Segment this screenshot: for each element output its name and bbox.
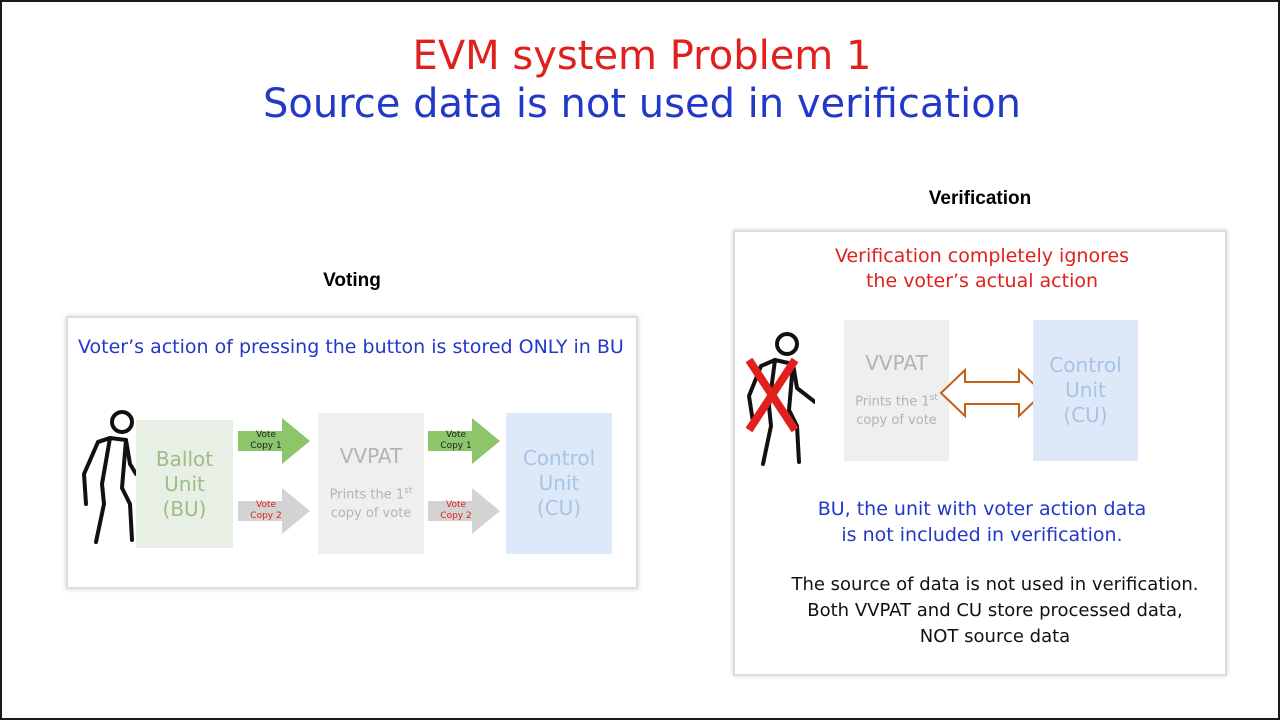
vvpat-sub: Prints the 1: [329, 487, 405, 503]
ballot-unit-line2: Unit: [164, 471, 205, 496]
arrow-label: Vote: [445, 430, 467, 440]
vvpat-sup: st: [929, 393, 938, 404]
blue-note-line1: BU, the unit with voter action data: [817, 498, 1147, 520]
vvpat-sub2: copy of vote: [330, 505, 412, 521]
verification-blue-note: BU, the unit with voter action data is n…: [735, 496, 1229, 548]
walking-person-icon: [747, 332, 815, 466]
control-unit-box: Control Unit (CU): [506, 413, 612, 554]
control-unit-box: Control Unit (CU): [1033, 320, 1138, 461]
red-note-line1: Verification completely ignores: [834, 245, 1130, 267]
verification-black-note: The source of data is not used in verifi…: [735, 572, 1255, 650]
vvpat-title: VVPAT: [339, 444, 403, 469]
double-arrow-icon: [939, 368, 1045, 418]
verification-heading: Verification: [928, 188, 1032, 209]
cu-line3: (CU): [536, 496, 582, 520]
arrow-label: Copy 1: [250, 441, 282, 451]
ballot-unit-line3: (BU): [162, 496, 207, 521]
cu-line1: Control: [522, 446, 596, 470]
verification-red-note: Verification completely ignores the vote…: [735, 244, 1229, 294]
blue-note-line2: is not included in verification.: [841, 524, 1123, 546]
vvpat-sub: Prints the 1: [855, 394, 930, 410]
cu-line2: Unit: [1065, 378, 1106, 402]
voting-note: Voter’s action of pressing the button is…: [78, 336, 624, 358]
page-title: EVM system Problem 1: [412, 33, 872, 79]
voting-heading: Voting: [323, 270, 381, 291]
vvpat-sub2: copy of vote: [856, 412, 937, 428]
arrow-label: Copy 2: [250, 511, 282, 521]
ballot-unit-line1: Ballot: [155, 446, 214, 471]
vvpat-box: VVPAT Prints the 1st copy of vote: [318, 413, 424, 554]
arrow-label: Copy 1: [440, 441, 472, 451]
cu-line2: Unit: [538, 471, 580, 495]
vvpat-box: VVPAT Prints the 1st copy of vote: [844, 320, 949, 461]
page-subtitle: Source data is not used in verification: [262, 81, 1022, 127]
ballot-unit-box: Ballot Unit (BU): [136, 420, 233, 548]
arrow-label: Vote: [255, 500, 277, 510]
black-note-line2: Both VVPAT and CU store processed data,: [807, 600, 1183, 621]
arrow-label: Vote: [255, 430, 277, 440]
cu-line3: (CU): [1063, 403, 1108, 427]
vvpat-sup: st: [404, 486, 413, 497]
voting-panel: Voter’s action of pressing the button is…: [66, 316, 638, 589]
arrow-label: Copy 2: [440, 511, 472, 521]
red-x-icon: [745, 357, 799, 433]
arrow-label: Vote: [445, 500, 467, 510]
verification-panel: Verification completely ignores the vote…: [733, 230, 1227, 676]
red-note-line2: the voter’s actual action: [865, 270, 1099, 292]
walking-person-icon: [82, 410, 138, 544]
vvpat-title: VVPAT: [865, 351, 928, 376]
black-note-line1: The source of data is not used in verifi…: [791, 574, 1199, 595]
cu-line1: Control: [1049, 353, 1122, 377]
black-note-line3: NOT source data: [919, 626, 1071, 647]
